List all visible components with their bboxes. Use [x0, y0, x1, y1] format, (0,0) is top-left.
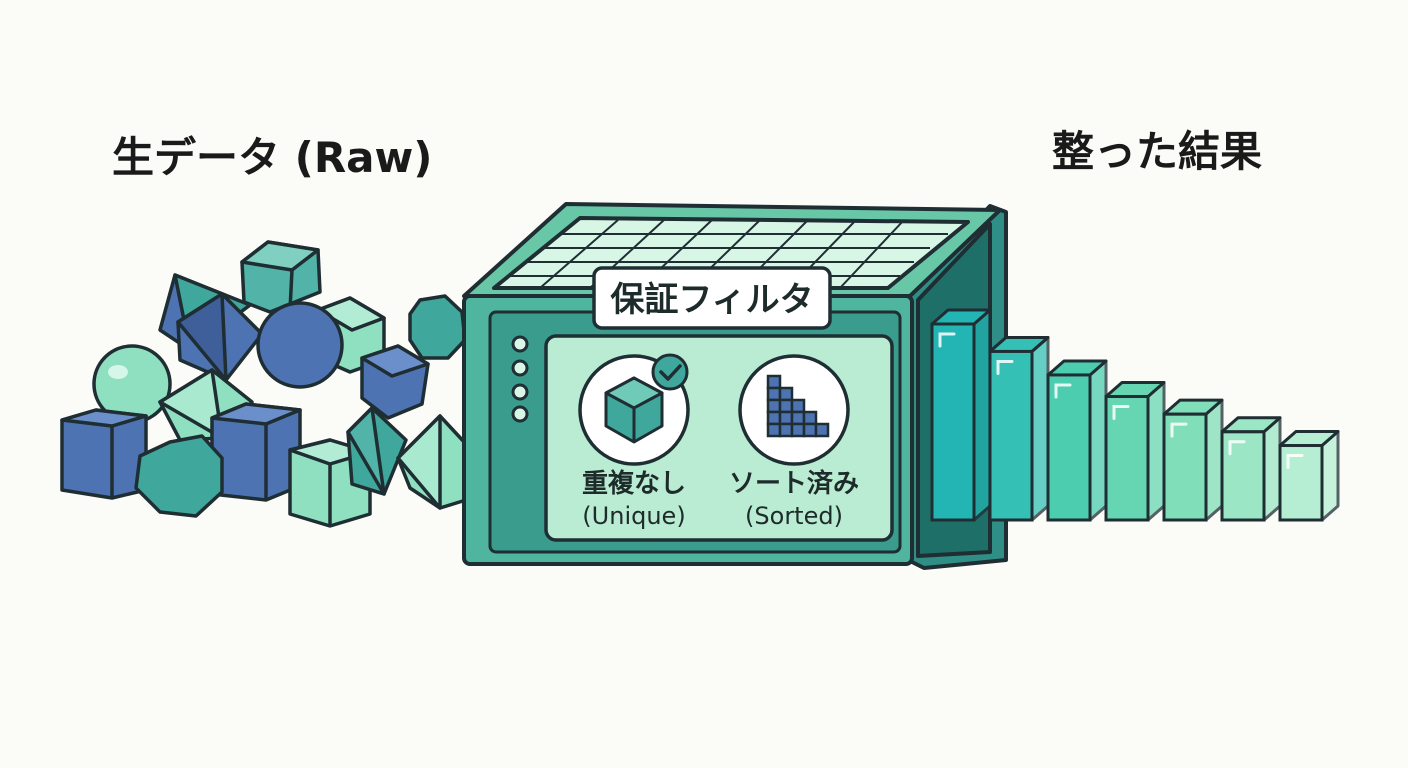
- raw-data-title: 生データ (Raw): [112, 133, 433, 182]
- output-bar: [988, 335, 1050, 522]
- indicator-lights: [511, 335, 529, 423]
- output-bar: [1162, 398, 1224, 522]
- pyramid-shape: [346, 406, 408, 496]
- heptagon-shape: [134, 434, 224, 518]
- sphere-shape: [256, 301, 344, 389]
- sorted-label: ソート済み: [729, 468, 859, 499]
- output-bar: [1220, 416, 1282, 522]
- cube-shape: [210, 402, 302, 502]
- stacked-blocks-icon: [766, 374, 830, 438]
- cube-check-icon: [604, 376, 664, 444]
- hexagon-shape: [360, 344, 430, 420]
- unique-label: 重複なし: [582, 468, 686, 499]
- filter-title-badge: 保証フィルタ: [592, 266, 832, 330]
- cube-shape: [60, 408, 148, 500]
- sorted-output-bars: [930, 308, 1340, 522]
- unique-sublabel: (Unique): [582, 502, 685, 530]
- raw-shapes-pile: [60, 240, 468, 528]
- octagon-shape: [408, 294, 467, 360]
- filter-machine: [462, 202, 1008, 570]
- result-title: 整った結果: [1052, 127, 1262, 176]
- octahedron-shape: [396, 414, 468, 510]
- unique-property: 重複なし (Unique): [578, 353, 690, 530]
- output-bar: [1104, 381, 1166, 522]
- checkmark-icon: [651, 353, 689, 391]
- output-bar: [1278, 430, 1340, 522]
- cube-shape: [240, 240, 322, 314]
- octahedron-shape: [176, 292, 264, 382]
- filter-title: 保証フィルタ: [610, 280, 813, 320]
- sorted-sublabel: (Sorted): [745, 502, 843, 530]
- output-bar: [930, 308, 992, 522]
- cube-shape: [316, 296, 386, 374]
- sorted-property: ソート済み (Sorted): [729, 354, 859, 530]
- output-bar: [1046, 359, 1108, 522]
